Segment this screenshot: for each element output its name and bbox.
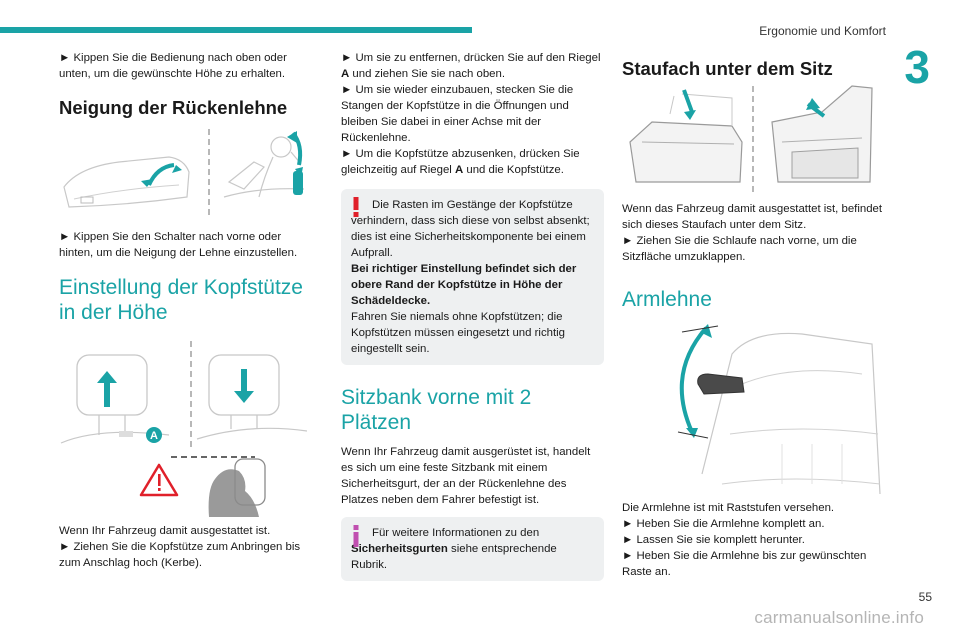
heading-armrest: Armlehne	[622, 288, 712, 311]
armrest-lower: ► Lassen Sie sie komplett herunter.	[622, 534, 805, 546]
column-3: Staufach unter dem Sitz Wenn das Fahrzeu…	[622, 50, 884, 580]
headrest-illustration: A	[59, 339, 307, 517]
headrest-equipped-note: Wenn Ihr Fahrzeug damit ausgestattet ist…	[59, 525, 271, 537]
armrest-illustration	[622, 324, 884, 494]
heading-front-bench: Sitzbank vorne mit 2 Plätzen	[341, 386, 532, 434]
info-text-end: siehe entsprechende Rubrik.	[351, 543, 557, 571]
warning-correct-position: Bei richtiger Einstellung befindet sich …	[351, 263, 577, 307]
remove-text-end: und ziehen Sie sie nach oben.	[349, 68, 506, 80]
heading-under-seat-storage: Staufach unter dem Sitz	[622, 58, 833, 79]
storage-illustration	[622, 82, 884, 196]
info-text: Für weitere Informationen zu den Sicherh…	[351, 525, 594, 573]
page-number: 55	[918, 590, 932, 604]
lower-instruction: ► Um die Kopfstütze abzusenken, drücken …	[341, 146, 604, 178]
headrest-pull-instruction: ► Ziehen Sie die Kopfstütze zum Anbringe…	[59, 541, 301, 569]
remove-instruction: ► Um sie zu entfernen, drücken Sie auf d…	[341, 50, 604, 82]
column-2: ► Um sie zu entfernen, drücken Sie auf d…	[341, 50, 604, 581]
bench-description: Wenn Ihr Fahrzeug damit ausgerüstet ist,…	[341, 446, 591, 506]
header-accent-bar	[0, 27, 472, 33]
backrest-illustration	[59, 127, 307, 219]
latch-ref-a: A	[454, 164, 464, 176]
lower-text-end: und die Kopfstütze.	[463, 164, 564, 176]
height-adjust-instruction: ► Kippen Sie die Bedienung nach oben ode…	[59, 52, 287, 80]
backrest-instruction: ► Kippen Sie den Schalter nach vorne ode…	[59, 231, 298, 259]
info-icon	[353, 525, 359, 547]
warning-text: Die Rasten im Gestänge der Kopfstütze ve…	[351, 197, 594, 261]
warning-never-drive: Fahren Sie niemals ohne Kopfstützen; die…	[351, 311, 566, 355]
latch-ref-a: A	[341, 68, 350, 80]
warning-exclamation-icon	[353, 197, 359, 217]
storage-instruction: ► Ziehen Sie die Schlaufe nach vorne, um…	[622, 235, 857, 263]
remove-text: ► Um sie zu entfernen, drücken Sie auf d…	[341, 52, 601, 64]
lower-text: ► Um die Kopfstütze abzusenken, drücken …	[341, 148, 580, 176]
warning-box: Die Rasten im Gestänge der Kopfstütze ve…	[341, 189, 604, 365]
latch-label-a: A	[150, 430, 158, 442]
column-1: ► Kippen Sie die Bedienung nach oben ode…	[59, 50, 307, 571]
section-title: Ergonomie und Komfort	[759, 24, 886, 38]
info-seatbelts: Sicherheitsgurten	[351, 543, 448, 555]
info-box: Für weitere Informationen zu den Sicherh…	[341, 517, 604, 581]
chapter-number: 3	[904, 41, 930, 93]
heading-headrest-height: Einstellung der Kopfstütze in der Höhe	[59, 276, 303, 324]
storage-equipped-note: Wenn das Fahrzeug damit ausgestattet ist…	[622, 203, 883, 231]
armrest-raise: ► Heben Sie die Armlehne komplett an.	[622, 518, 825, 530]
info-text-start: Für weitere Informationen zu den	[372, 527, 540, 539]
armrest-set-notch: ► Heben Sie die Armlehne bis zur gewünsc…	[622, 550, 867, 578]
warning-locks-text: Die Rasten im Gestänge der Kopfstütze ve…	[351, 199, 590, 259]
heading-backrest-tilt: Neigung der Rückenlehne	[59, 97, 288, 118]
watermark: carmanualsonline.info	[754, 608, 924, 627]
reinstall-instruction: ► Um sie wieder einzubauen, stecken Sie …	[341, 84, 574, 144]
armrest-notches: Die Armlehne ist mit Raststufen versehen…	[622, 502, 835, 514]
